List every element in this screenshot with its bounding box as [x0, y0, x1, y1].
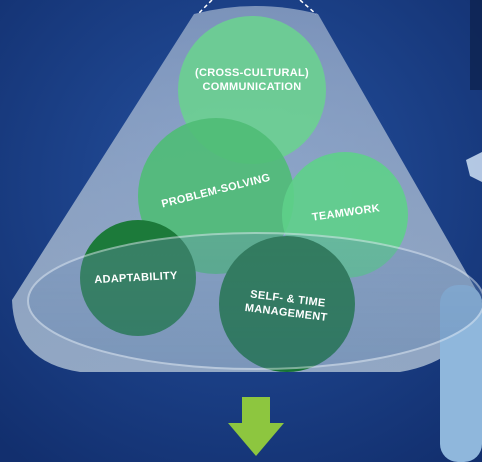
background-shape	[466, 152, 482, 182]
background-panel	[470, 0, 482, 90]
dashed-line-left	[197, 0, 213, 15]
dashed-line-right	[299, 0, 317, 15]
funnel-rim	[27, 232, 482, 370]
down-arrow-icon	[228, 397, 284, 456]
label-communication: (CROSS-CULTURAL) COMMUNICATION	[195, 67, 309, 93]
